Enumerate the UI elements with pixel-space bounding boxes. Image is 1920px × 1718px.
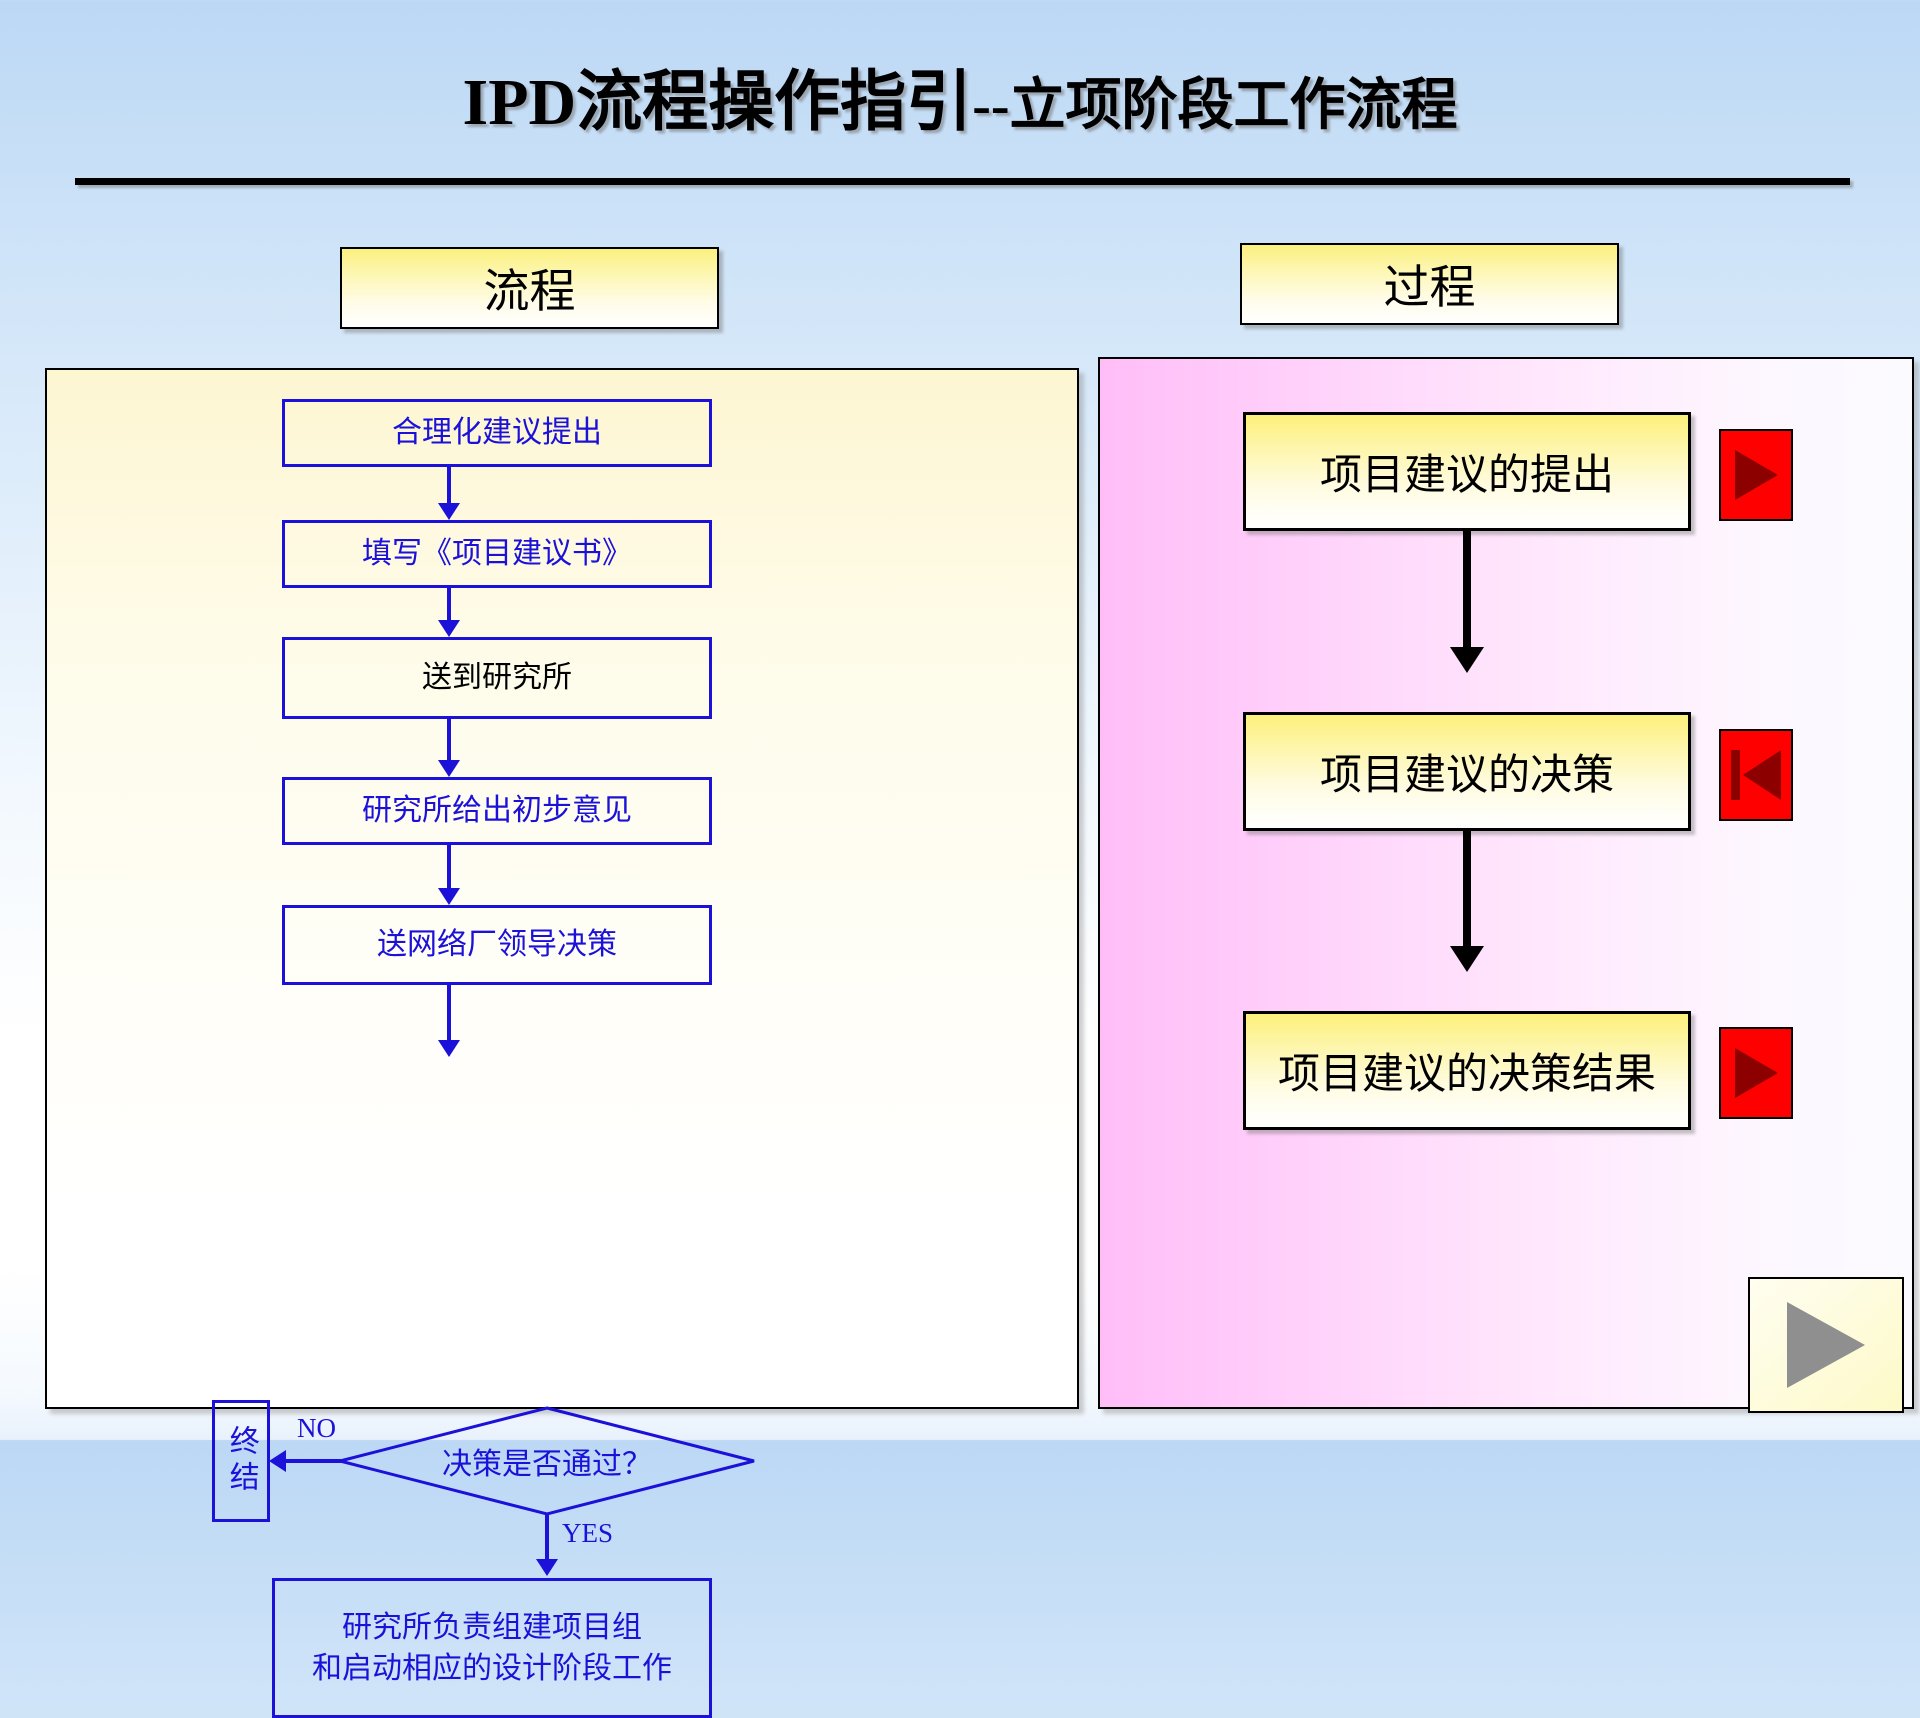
flow-arrowhead-5 <box>438 1040 460 1057</box>
flow-node-4[interactable]: 研究所给出初步意见 <box>282 777 712 845</box>
skip-back-bar-icon <box>1731 750 1740 800</box>
flow-connector-2 <box>447 588 451 628</box>
flow-arrowhead-4 <box>438 888 460 905</box>
page-title-main: IPD流程操作指引 <box>462 66 973 139</box>
play-icon <box>1734 1048 1778 1098</box>
flow-node-1[interactable]: 合理化建议提出 <box>282 399 712 467</box>
process-connector-2 <box>1463 831 1471 953</box>
process-node-1-button[interactable] <box>1719 429 1793 521</box>
flow-node-3-label: 送到研究所 <box>422 661 572 695</box>
process-node-3-button[interactable] <box>1719 1027 1793 1119</box>
flow-terminator-label: 终结 <box>224 1425 258 1497</box>
flow-terminator[interactable]: 终结 <box>212 1400 270 1522</box>
skip-back-icon <box>1743 750 1781 800</box>
flow-no-arrowhead <box>269 1450 286 1472</box>
column-header-process-label: 过程 <box>1383 262 1476 313</box>
process-node-1-label: 项目建议的提出 <box>1319 453 1614 499</box>
process-node-3[interactable]: 项目建议的决策结果 <box>1243 1011 1691 1130</box>
process-node-2-label: 项目建议的决策 <box>1319 753 1614 799</box>
flow-node-final[interactable]: 研究所负责组建项目组 和启动相应的设计阶段工作 <box>272 1578 712 1718</box>
process-node-2[interactable]: 项目建议的决策 <box>1243 712 1691 831</box>
flow-node-2-label: 填写《项目建议书》 <box>362 537 632 571</box>
process-node-1[interactable]: 项目建议的提出 <box>1243 412 1691 531</box>
flow-node-5-label: 送网络厂领导决策 <box>377 928 617 962</box>
column-header-flow: 流程 <box>340 247 719 329</box>
column-header-process: 过程 <box>1240 243 1619 325</box>
flow-no-branch-line <box>285 1459 341 1463</box>
title-divider <box>75 178 1850 185</box>
process-node-2-button[interactable] <box>1719 729 1793 821</box>
flow-arrowhead-2 <box>438 620 460 637</box>
flow-connector-4 <box>447 845 451 896</box>
process-arrowhead-2 <box>1450 946 1484 972</box>
flow-arrowhead-3 <box>438 760 460 777</box>
page-title-sub: --立项阶段工作流程 <box>972 75 1458 137</box>
flow-connector-3 <box>447 719 451 768</box>
column-header-flow-label: 流程 <box>483 266 576 317</box>
flow-connector-5 <box>447 985 451 1047</box>
flow-node-1-label: 合理化建议提出 <box>392 416 602 450</box>
process-panel: 项目建议的提出 项目建议的决策 项目建议的决策结果 <box>1098 357 1914 1409</box>
flow-edge-label-yes: YES <box>562 1518 614 1548</box>
flow-node-4-label: 研究所给出初步意见 <box>362 794 632 828</box>
flow-node-final-line1: 研究所负责组建项目组 <box>342 1610 642 1644</box>
flow-node-final-line2: 和启动相应的设计阶段工作 <box>312 1652 672 1685</box>
flow-node-2[interactable]: 填写《项目建议书》 <box>282 520 712 588</box>
process-node-3-label: 项目建议的决策结果 <box>1277 1052 1656 1098</box>
flow-panel: 合理化建议提出 填写《项目建议书》 送到研究所 研究所给出初步意见 送网络厂领导… <box>45 368 1079 1718</box>
play-icon <box>1734 450 1778 500</box>
flow-arrowhead-1 <box>438 503 460 520</box>
process-arrowhead-1 <box>1450 647 1484 673</box>
process-connector-1 <box>1463 531 1471 654</box>
flow-node-3[interactable]: 送到研究所 <box>282 637 712 719</box>
next-slide-button[interactable] <box>1748 1277 1904 1413</box>
flow-decision-shape[interactable] <box>337 1405 757 1517</box>
page-title: IPD流程操作指引--立项阶段工作流程 <box>0 48 1920 144</box>
play-icon <box>1787 1302 1865 1388</box>
flow-edge-label-no: NO <box>297 1413 336 1443</box>
flow-node-5[interactable]: 送网络厂领导决策 <box>282 905 712 985</box>
flow-connector-1 <box>447 467 451 512</box>
flow-yes-arrowhead <box>536 1559 558 1576</box>
